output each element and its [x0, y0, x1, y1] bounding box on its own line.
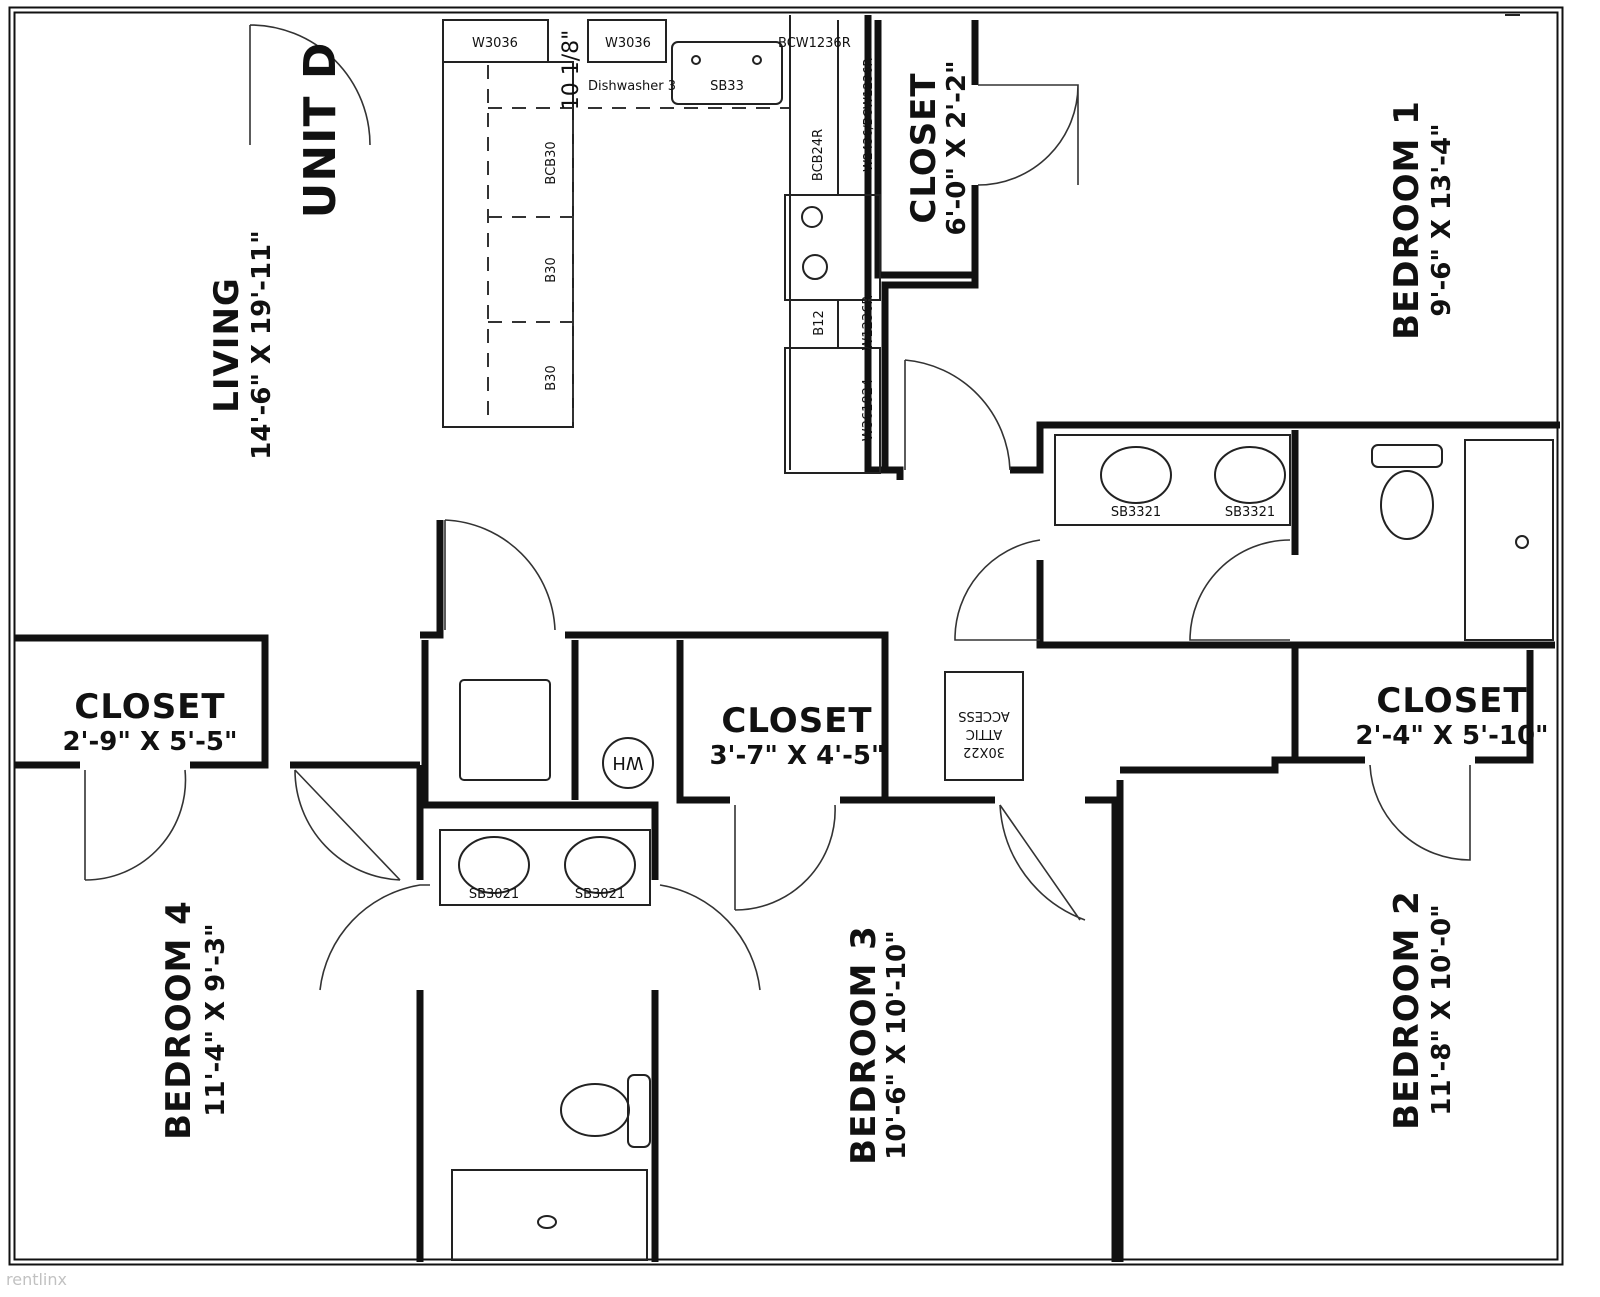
kitchen-cabinets	[442, 15, 881, 474]
range	[784, 194, 881, 301]
unit-label: UNIT D	[295, 42, 346, 219]
bedroom4-door	[294, 769, 401, 881]
living-size: 14'-6" X 19'-11"	[247, 230, 277, 459]
sink-icon	[1100, 446, 1172, 504]
closet-bed3-name: CLOSET	[721, 701, 872, 741]
doors[interactable]	[84, 24, 1471, 991]
closet-bed4-door-left	[84, 769, 187, 881]
upper-wc-door	[1189, 539, 1291, 641]
upper-bath-door	[954, 539, 1041, 641]
shower-icon	[1464, 439, 1554, 641]
sink-icon	[564, 836, 636, 894]
walls	[8, 6, 1564, 1266]
labels: UNIT D LIVING 14'-6" X 19'-11" CLOSET 6'…	[62, 30, 1548, 1165]
attic-line1: 30X22	[963, 744, 1005, 759]
water-heater-label: WH	[612, 752, 643, 773]
attic-line3: ACCESS	[958, 708, 1010, 723]
sink-label: SB3021	[469, 887, 519, 902]
dimension-label: 10 1/8"	[559, 30, 584, 111]
closet-bed2-name: CLOSET	[1376, 681, 1527, 721]
bedroom3-size: 10'-6" X 10'-10"	[882, 930, 912, 1159]
bedroom3-name: BEDROOM 3	[844, 925, 884, 1165]
attic-line2: ATTIC	[966, 726, 1002, 741]
dishwasher-label: Dishwasher 3	[588, 79, 676, 94]
shower-icon	[451, 1169, 648, 1261]
watermark-logo: rentlinx	[6, 1270, 67, 1289]
refrigerator	[784, 347, 881, 474]
sink-label: SB3021	[575, 887, 625, 902]
cabinet-label: W3036	[472, 36, 518, 51]
sink-icon	[458, 836, 530, 894]
bedroom2-name: BEDROOM 2	[1387, 890, 1427, 1130]
bedroom1-door	[904, 359, 1011, 471]
toilet-icon	[1371, 444, 1443, 468]
living-name: LIVING	[207, 277, 247, 413]
cabinet-label: B30	[544, 365, 559, 390]
washer-icon	[459, 679, 551, 781]
cabinet-label: W3036	[605, 36, 651, 51]
closet-bed1-size: 6'-0" X 2'-2"	[942, 60, 972, 235]
entry-door	[249, 24, 371, 146]
closet-bed3-door	[734, 804, 836, 911]
sink-cabinet-label: SB33	[710, 79, 744, 94]
closet-bed2-size: 2'-4" X 5'-10"	[1355, 721, 1548, 751]
bedroom1-name: BEDROOM 1	[1387, 100, 1427, 340]
water-heater-icon	[602, 737, 654, 789]
toilet-icon	[627, 1074, 651, 1148]
cabinet-label: W361824	[861, 379, 876, 441]
laundry-door	[444, 519, 556, 631]
cabinet-label: BCB30	[544, 141, 559, 184]
closet-bed4-size: 2'-9" X 5'-5"	[62, 727, 237, 757]
sink-label: SB3321	[1111, 505, 1161, 520]
cabinet-label: B12	[812, 310, 827, 335]
fixtures	[439, 14, 1554, 1261]
bedroom4-size: 11'-4" X 9'-3"	[201, 923, 231, 1116]
closet-bed1-door	[977, 84, 1079, 186]
closet-bed2-door	[1369, 764, 1471, 861]
attic-access	[944, 671, 1024, 781]
kitchen-sink	[671, 41, 783, 105]
closet-bed4-name: CLOSET	[74, 687, 225, 727]
bedroom2-size: 11'-8" X 10'-0"	[1427, 904, 1457, 1115]
bedroom3-door	[999, 804, 1086, 921]
sink-icon	[1214, 446, 1286, 504]
cabinet-label: BCB24R	[811, 129, 826, 181]
closet-bed3-size: 3'-7" X 4'-5"	[709, 741, 884, 771]
cabinet-label: W2436/BCW1236R	[861, 58, 875, 172]
closet-bed1-name: CLOSET	[904, 72, 944, 223]
cabinet-label: BCW1236R	[778, 36, 851, 51]
sink-label: SB3321	[1225, 505, 1275, 520]
lower-bath-doors	[319, 884, 761, 991]
bedroom1-size: 9'-6" X 13'-4"	[1427, 123, 1457, 316]
cabinet-label: B30	[544, 257, 559, 282]
cabinet-label: W1236R	[861, 296, 876, 351]
bedroom4-name: BEDROOM 4	[159, 900, 199, 1140]
